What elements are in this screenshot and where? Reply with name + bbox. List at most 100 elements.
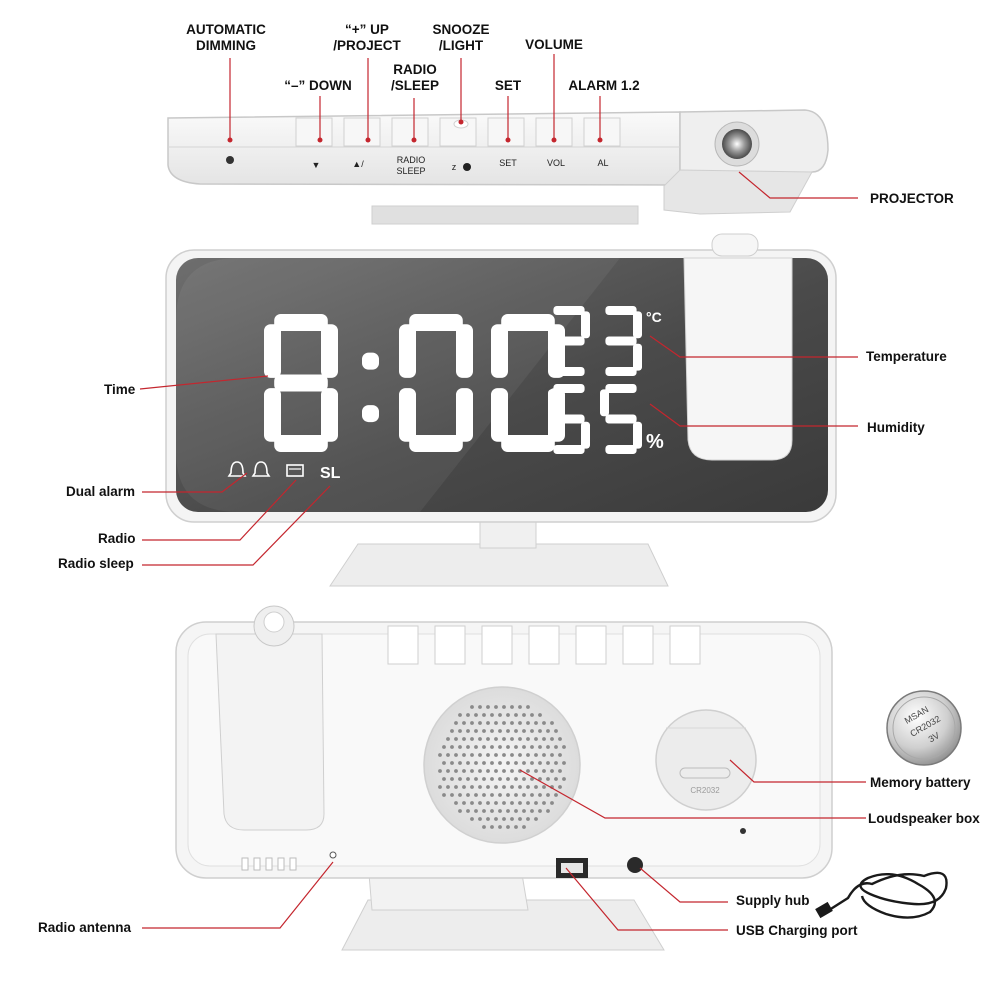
alarm1-bell-icon <box>227 461 247 477</box>
label-radio-sleep-front: Radio sleep <box>58 556 134 571</box>
speaker-hole <box>474 761 478 765</box>
front-stand-base <box>329 543 669 587</box>
speaker-hole <box>462 737 466 741</box>
radio-icon <box>286 464 304 477</box>
speaker-hole <box>458 729 462 733</box>
temperature-digits <box>548 306 642 376</box>
speaker-hole <box>522 745 526 749</box>
speaker-hole <box>538 713 542 717</box>
label-auto-dimming-line1: AUTOMATIC <box>186 22 266 37</box>
label-radio-antenna: Radio antenna <box>38 920 132 935</box>
speaker-hole <box>538 777 542 781</box>
top-button-down[interactable] <box>295 117 333 147</box>
speaker-hole <box>466 809 470 813</box>
speaker-hole <box>482 777 486 781</box>
speaker-hole <box>502 785 506 789</box>
speaker-hole <box>502 817 506 821</box>
light-sensor-icon <box>226 156 234 164</box>
speaker-hole <box>546 745 550 749</box>
speaker-hole <box>478 737 482 741</box>
speaker-hole <box>538 793 542 797</box>
speaker-hole <box>490 809 494 813</box>
speaker-hole <box>538 761 542 765</box>
speaker-hole <box>506 825 510 829</box>
top-button-up[interactable] <box>343 117 381 147</box>
top-button-al[interactable] <box>583 117 621 147</box>
speaker-hole <box>494 753 498 757</box>
speaker-hole <box>510 705 514 709</box>
speaker-hole <box>482 793 486 797</box>
speaker-hole <box>542 801 546 805</box>
front-projector-panel <box>683 257 793 461</box>
speaker-hole <box>526 769 530 773</box>
speaker-hole <box>522 793 526 797</box>
speaker-hole <box>462 769 466 773</box>
humidity-digits <box>548 384 642 454</box>
speaker-hole <box>530 745 534 749</box>
speaker-hole <box>490 745 494 749</box>
speaker-hole <box>518 785 522 789</box>
segment-f <box>491 324 508 378</box>
speaker-hole <box>470 817 474 821</box>
speaker-hole <box>474 713 478 717</box>
speaker-hole <box>442 745 446 749</box>
speaker-hole <box>478 769 482 773</box>
speaker-hole <box>498 825 502 829</box>
speaker-hole <box>454 721 458 725</box>
segment-g <box>553 336 585 346</box>
dc-power-jack[interactable] <box>627 857 643 873</box>
segment-a <box>409 314 463 331</box>
projector-knob[interactable] <box>711 233 759 257</box>
alarm-bell-icons <box>227 461 271 477</box>
label-snooze-light: SNOOZE /LIGHT <box>420 22 502 54</box>
speaker-hole <box>482 761 486 765</box>
speaker-hole <box>498 745 502 749</box>
back-projector-panel <box>215 633 325 831</box>
segment-e <box>491 388 508 442</box>
label-radio-sleep: RADIO /SLEEP <box>380 62 450 94</box>
speaker-hole <box>446 753 450 757</box>
colon-dot-bottom <box>362 405 379 423</box>
top-button-snooze[interactable] <box>439 117 477 147</box>
segment-a <box>501 314 555 331</box>
label-projector: PROJECTOR <box>870 191 954 206</box>
speaker-hole <box>466 777 470 781</box>
speaker-hole <box>474 809 478 813</box>
segment-a <box>274 314 328 331</box>
segment-d <box>501 435 555 452</box>
battery-voltage: 3V <box>927 730 942 744</box>
speaker-hole <box>494 737 498 741</box>
label-radio: Radio <box>98 531 136 546</box>
top-button-set[interactable] <box>487 117 525 147</box>
battery-compartment[interactable] <box>655 709 757 811</box>
speaker-hole <box>470 721 474 725</box>
speaker-hole <box>510 753 514 757</box>
speaker-hole <box>482 713 486 717</box>
speaker-hole <box>510 801 514 805</box>
label-usb-port: USB Charging port <box>736 923 858 938</box>
power-cable <box>815 871 948 919</box>
label-auto-dimming: AUTOMATIC DIMMING <box>176 22 276 54</box>
speaker-hole <box>506 745 510 749</box>
speaker-hole <box>506 761 510 765</box>
speaker-hole <box>482 809 486 813</box>
antenna-socket <box>329 851 337 859</box>
speaker-hole <box>490 761 494 765</box>
speaker-hole <box>518 753 522 757</box>
speaker-hole <box>498 809 502 813</box>
speaker-hole <box>478 721 482 725</box>
speaker-hole <box>546 809 550 813</box>
alarm2-bell-icon <box>251 461 271 477</box>
speaker-hole <box>450 777 454 781</box>
speaker-hole <box>494 721 498 725</box>
back-stand-base <box>341 899 665 951</box>
top-button-radio[interactable] <box>391 117 429 147</box>
segment-d <box>553 445 585 454</box>
speaker-hole <box>502 721 506 725</box>
top-stand <box>371 205 639 225</box>
speaker-hole <box>542 753 546 757</box>
segment-a <box>605 384 637 393</box>
speaker-hole <box>522 761 526 765</box>
speaker-hole <box>514 761 518 765</box>
speaker-hole <box>490 825 494 829</box>
